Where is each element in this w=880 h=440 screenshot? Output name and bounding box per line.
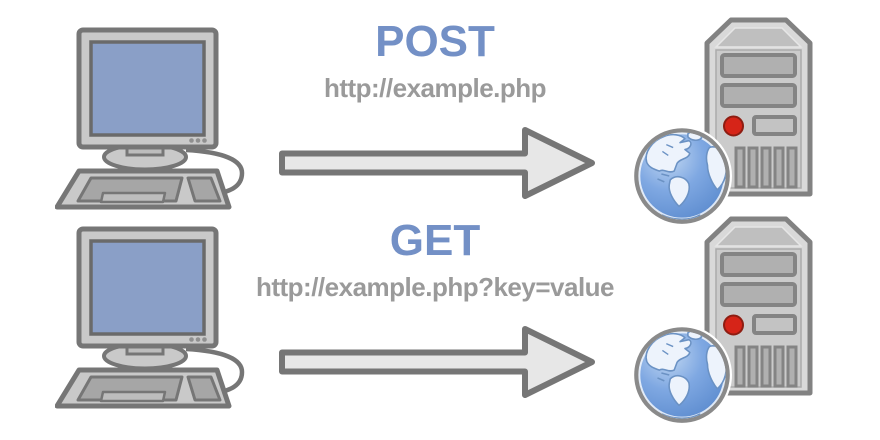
request-url: http://example.php?key=value (255, 272, 615, 302)
request-url: http://example.php (323, 73, 547, 103)
post-request-row: POST http://example.php (0, 16, 880, 241)
request-arrow-icon (278, 323, 598, 401)
internet-globe-icon (631, 125, 733, 227)
get-request-row: GET http://example.php?key=value (0, 199, 880, 440)
method-label: POST (375, 17, 495, 66)
get-labels: GET http://example.php?key=value (250, 215, 620, 302)
client-computer-icon (55, 26, 247, 212)
client-computer-icon (55, 225, 247, 411)
internet-globe-icon (631, 324, 733, 426)
method-label: GET (389, 216, 481, 265)
post-labels: POST http://example.php (250, 16, 620, 103)
request-arrow-icon (278, 124, 598, 202)
